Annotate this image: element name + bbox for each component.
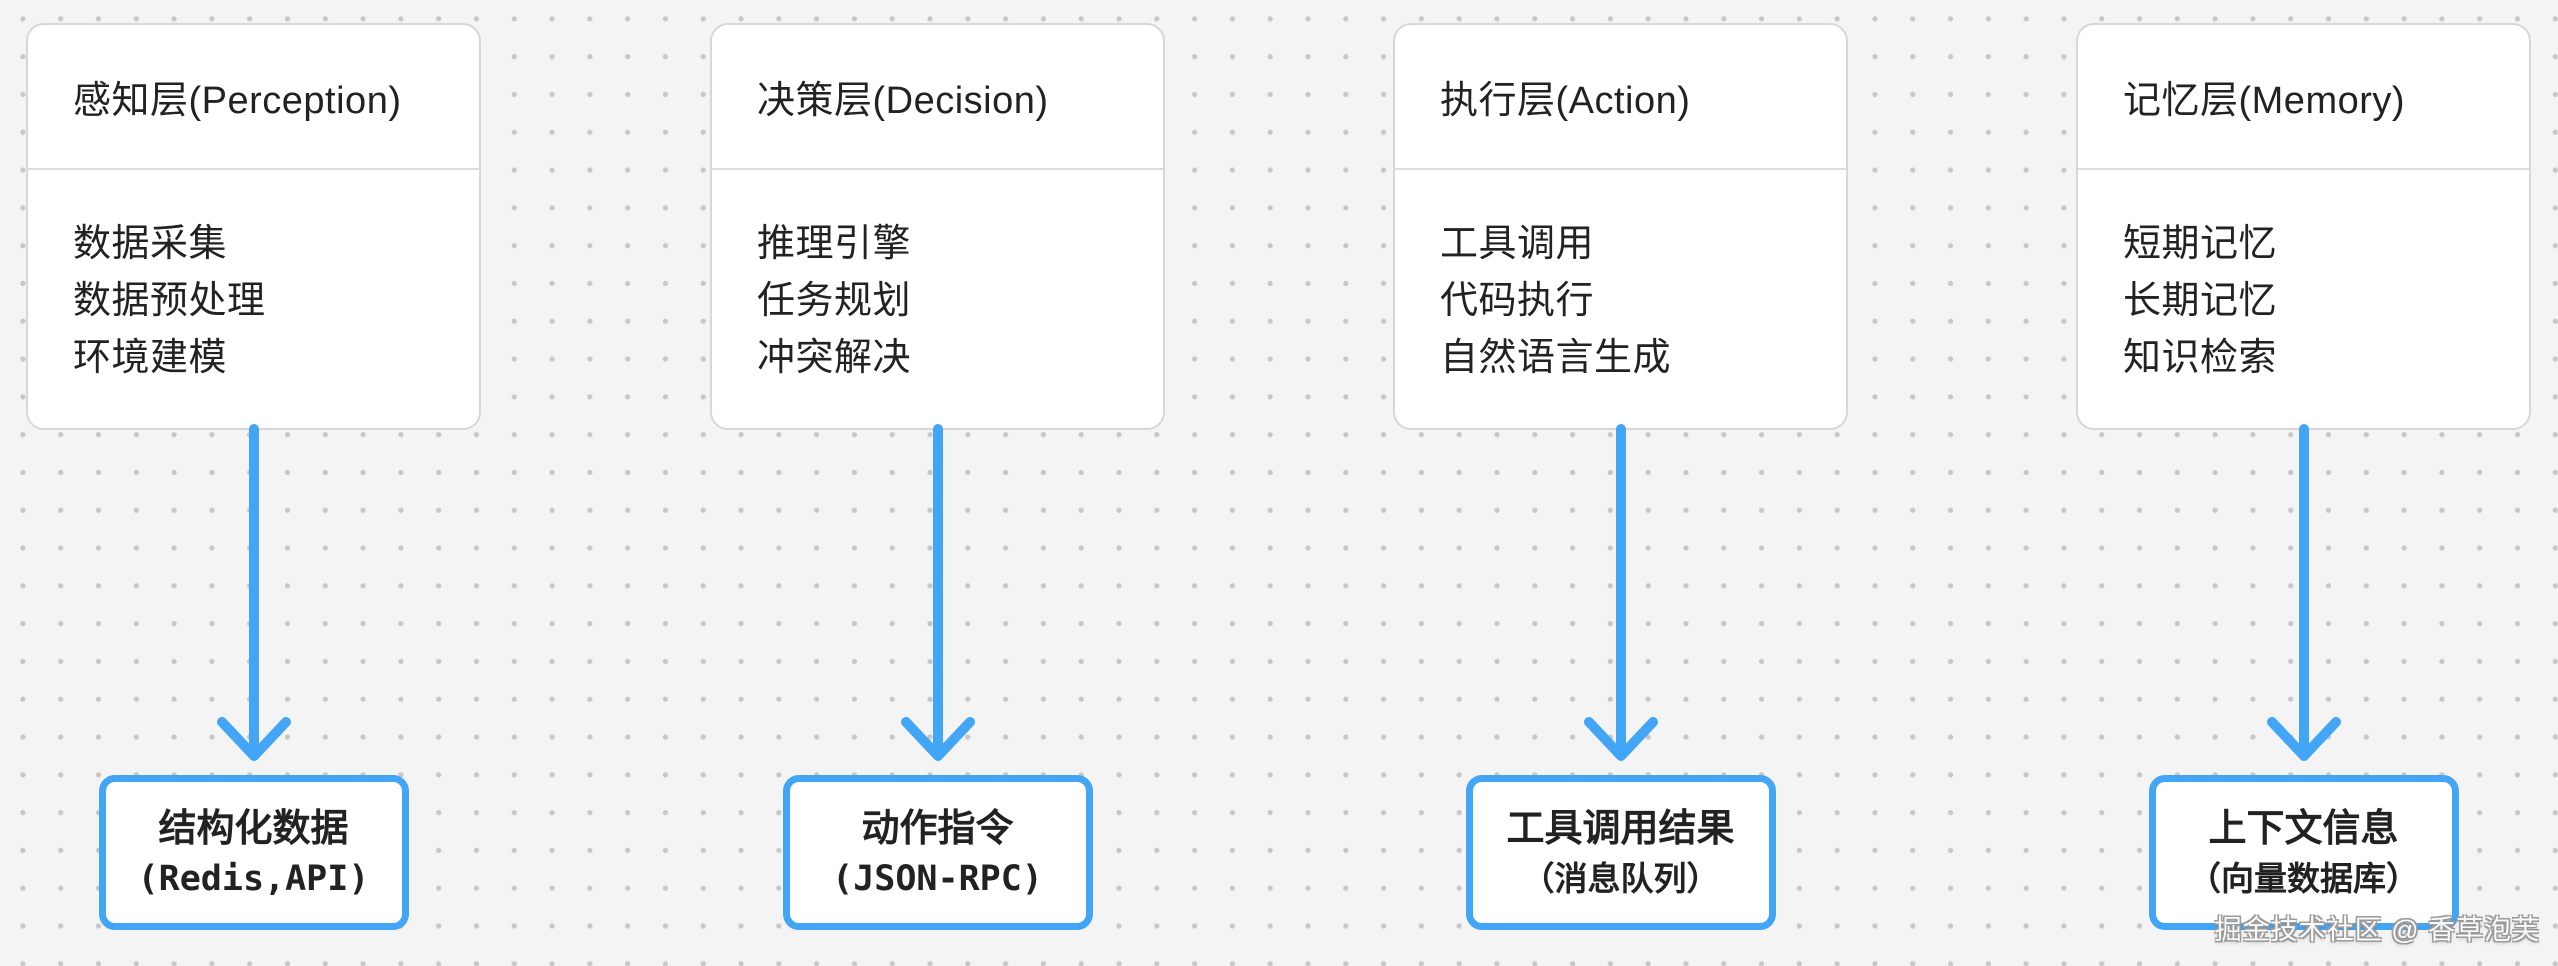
card-body: 数据采集 数据预处理 环境建模 xyxy=(28,170,479,387)
card-item: 环境建模 xyxy=(73,337,228,379)
arrow-down-icon xyxy=(216,424,291,761)
output-box-context-info: 上下文信息 （向量数据库） xyxy=(2148,775,2459,930)
card-body: 推理引擎 任务规划 冲突解决 xyxy=(712,170,1163,387)
card-title: 记忆层(Memory) xyxy=(2078,25,2529,170)
output-label: 上下文信息 xyxy=(2208,807,2399,850)
output-sublabel: (Redis,API) xyxy=(137,858,370,899)
card-item: 长期记忆 xyxy=(2123,280,2278,322)
column-decision: 决策层(Decision) 推理引擎 任务规划 冲突解决 动作指令 (JSON-… xyxy=(710,0,1165,966)
layer-card-memory: 记忆层(Memory) 短期记忆 长期记忆 知识检索 xyxy=(2076,23,2531,430)
output-sublabel: (JSON-RPC) xyxy=(832,858,1043,899)
arrow-down-icon xyxy=(900,424,975,761)
arrow-down-icon xyxy=(2266,424,2341,761)
card-item: 工具调用 xyxy=(1440,223,1595,265)
watermark: 掘金技术社区 @ 香草泡芙 xyxy=(2214,915,2540,945)
card-title: 感知层(Perception) xyxy=(28,25,479,170)
card-item: 冲突解决 xyxy=(757,337,912,379)
arrow-down-icon xyxy=(1583,424,1658,761)
card-item: 推理引擎 xyxy=(757,223,912,265)
layer-card-decision: 决策层(Decision) 推理引擎 任务规划 冲突解决 xyxy=(710,23,1165,430)
output-box-action-command: 动作指令 (JSON-RPC) xyxy=(782,775,1093,930)
layer-card-action: 执行层(Action) 工具调用 代码执行 自然语言生成 xyxy=(1393,23,1848,430)
output-label: 动作指令 xyxy=(861,807,1014,850)
output-label: 工具调用结果 xyxy=(1506,807,1735,850)
column-memory: 记忆层(Memory) 短期记忆 长期记忆 知识检索 上下文信息 （向量数据库） xyxy=(2076,0,2531,966)
card-item: 数据采集 xyxy=(73,223,228,265)
card-item: 代码执行 xyxy=(1440,280,1595,322)
output-box-structured-data: 结构化数据 (Redis,API) xyxy=(98,775,409,930)
layer-card-perception: 感知层(Perception) 数据采集 数据预处理 环境建模 xyxy=(26,23,481,430)
card-item: 短期记忆 xyxy=(2123,223,2278,265)
card-item: 自然语言生成 xyxy=(1440,337,1672,379)
output-sublabel: （向量数据库） xyxy=(2188,859,2419,897)
card-item: 数据预处理 xyxy=(73,280,266,322)
card-body: 短期记忆 长期记忆 知识检索 xyxy=(2078,170,2529,387)
card-item: 任务规划 xyxy=(757,280,912,322)
output-label: 结构化数据 xyxy=(158,807,349,850)
column-perception: 感知层(Perception) 数据采集 数据预处理 环境建模 结构化数据 (R… xyxy=(26,0,481,966)
card-item: 知识检索 xyxy=(2123,337,2278,379)
card-title: 决策层(Decision) xyxy=(712,25,1163,170)
output-sublabel: （消息队列） xyxy=(1521,859,1720,897)
column-action: 执行层(Action) 工具调用 代码执行 自然语言生成 工具调用结果 （消息队… xyxy=(1393,0,1848,966)
card-title: 执行层(Action) xyxy=(1395,25,1846,170)
output-box-tool-result: 工具调用结果 （消息队列） xyxy=(1465,775,1776,930)
card-body: 工具调用 代码执行 自然语言生成 xyxy=(1395,170,1846,387)
